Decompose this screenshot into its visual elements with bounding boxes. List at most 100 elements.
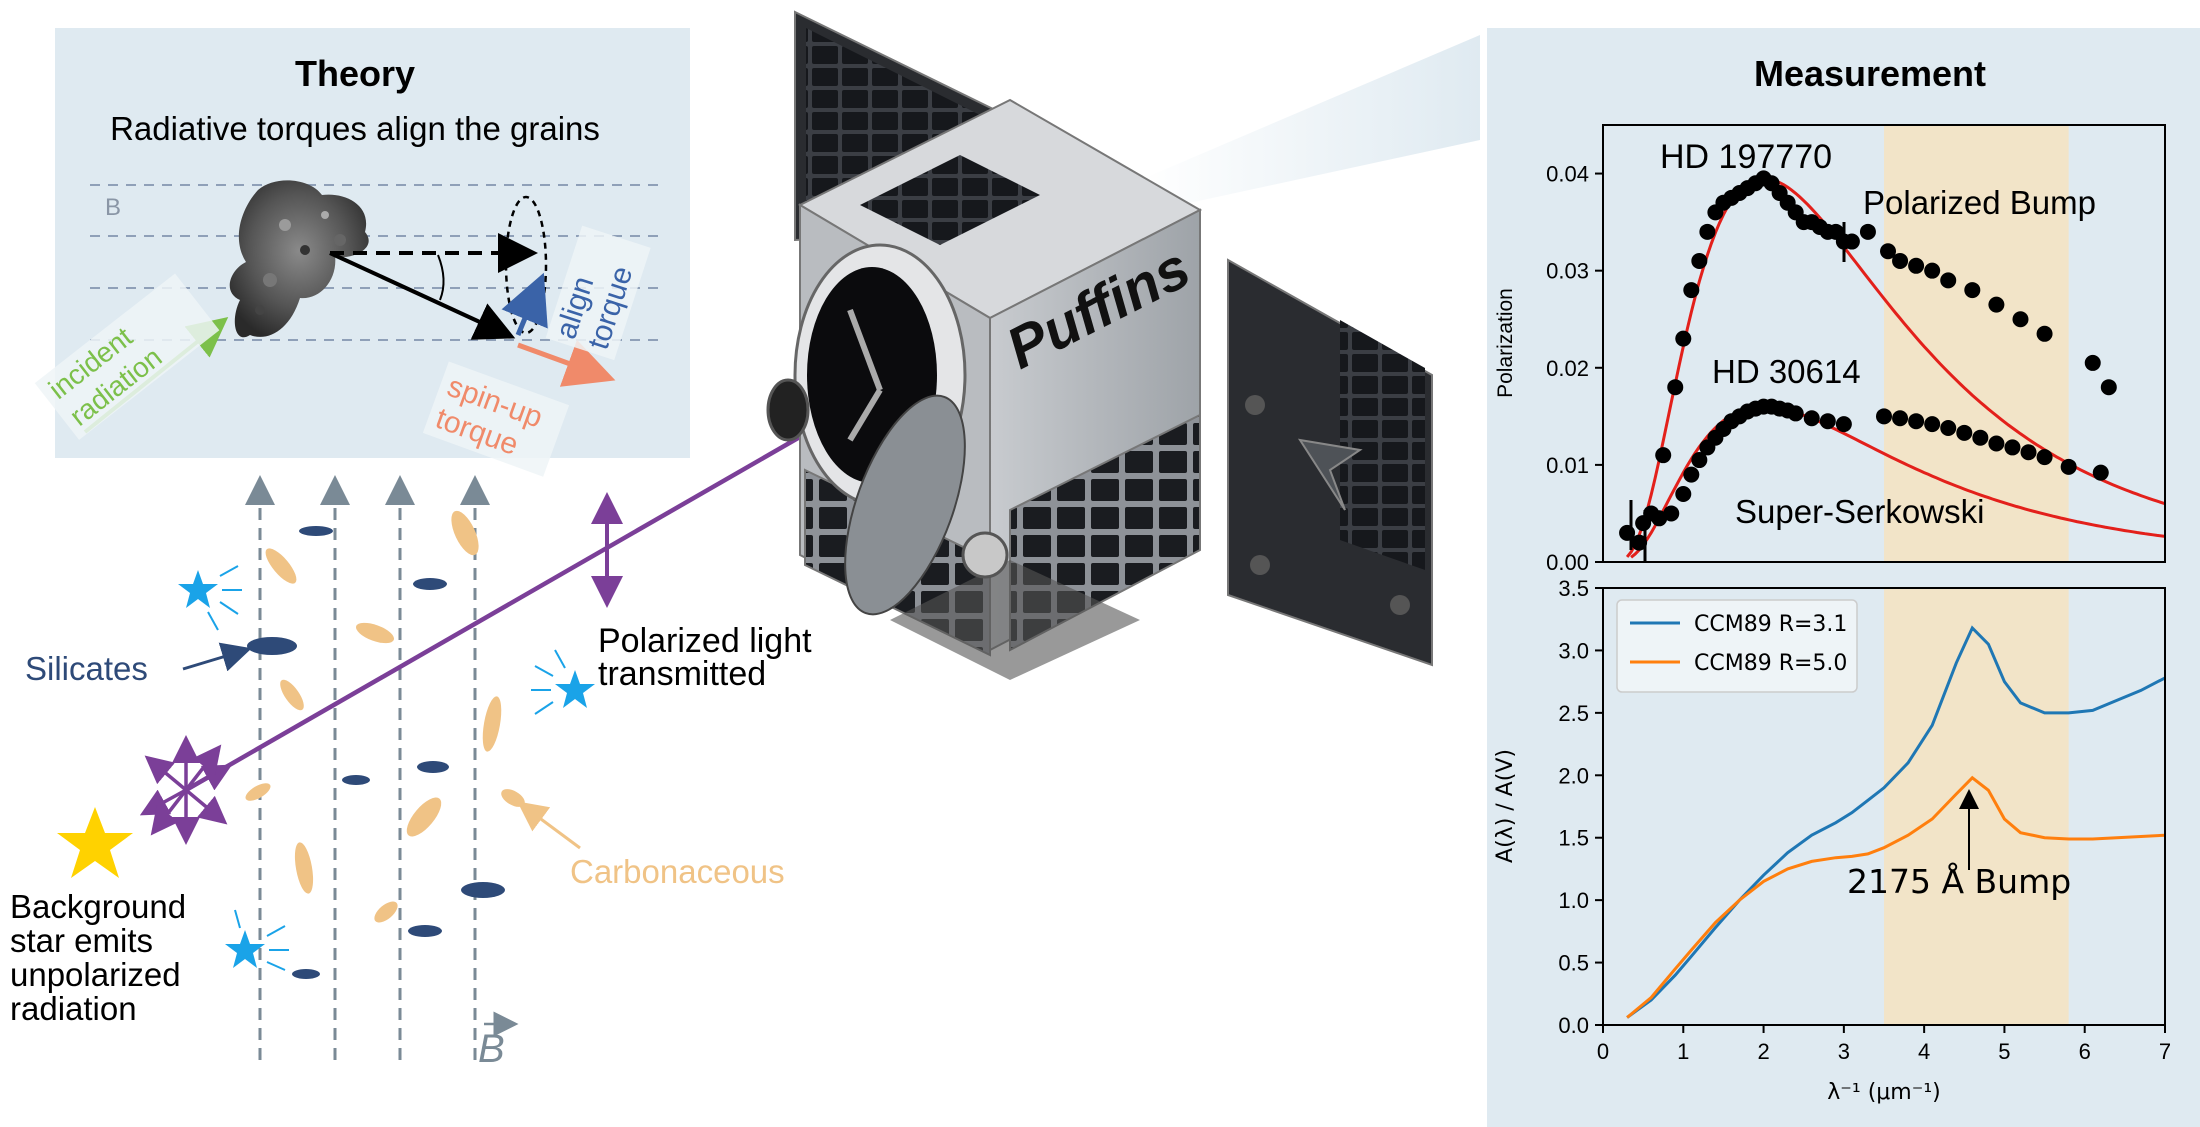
polarized-light-label-line1: Polarized light (598, 622, 812, 660)
data-point (1940, 272, 1957, 289)
polarization-plot-frame (1602, 124, 2166, 563)
y-tick-label: 0.0 (1558, 1013, 1589, 1038)
legend-label-r31: CCM89 R=3.1 (1694, 612, 1847, 637)
unpolarized-light-icon (139, 735, 233, 845)
data-point (1964, 282, 1981, 299)
bump-annotation: 2175 Å Bump (1847, 861, 2071, 901)
data-point (1619, 524, 1636, 541)
y-tick-label: 0.5 (1558, 951, 1589, 976)
x-tick-label: 3 (1838, 1039, 1850, 1064)
theory-subtitle: Radiative torques align the grains (110, 110, 600, 147)
data-point (1972, 429, 1989, 446)
data-point (1675, 330, 1692, 347)
x-tick-label: 7 (2159, 1039, 2171, 1064)
measurement-title: Measurement (1754, 53, 1986, 94)
silicates-label: Silicates (25, 650, 148, 687)
extinction-y-ticks: 0.00.51.01.52.02.53.03.5 (1558, 576, 1603, 1038)
spin-up-torque-arrow (517, 339, 616, 387)
align-torque-label: align torque (545, 225, 651, 361)
carbonaceous-grains (245, 510, 525, 923)
data-point (1699, 223, 1716, 240)
background-star-label-line1: Background (10, 888, 186, 925)
y-tick-label: 2.5 (1558, 701, 1589, 726)
data-point (2092, 464, 2109, 481)
x-tick-label: 5 (1998, 1039, 2010, 1064)
y-tick-label: 1.0 (1558, 888, 1589, 913)
data-point (1691, 452, 1708, 469)
legend-label-r50: CCM89 R=5.0 (1694, 651, 1847, 676)
data-point (1859, 223, 1876, 240)
data-point (1908, 257, 1925, 274)
y-tick-label: 0.02 (1546, 356, 1589, 381)
data-point (1940, 419, 1957, 436)
data-point (2036, 325, 2053, 342)
y-tick-label: 0.03 (1546, 259, 1589, 284)
theory-title: Theory (295, 53, 415, 94)
data-point (1924, 416, 1941, 433)
data-point (1880, 243, 1897, 260)
star-blue-3-icon (225, 909, 289, 971)
data-point (1843, 233, 1860, 250)
data-point (1683, 282, 1700, 299)
background-star-label-line4: radiation (10, 990, 137, 1027)
align-torque-arrow (501, 272, 548, 336)
silicates-pointer (182, 642, 252, 672)
data-point (1631, 534, 1648, 551)
measurement-panel: Measurement 0.00 0.01 0.02 0.03 0.0 4 Polariz… (1487, 28, 2200, 1127)
precession-ellipse (504, 195, 548, 335)
data-point (1876, 408, 1892, 425)
x-tick-label: 6 (2079, 1039, 2091, 1064)
data-point (2084, 354, 2101, 371)
data-point (2020, 444, 2037, 461)
data-point (1924, 262, 1941, 279)
ccm89-r50-line (1626, 775, 2166, 1019)
dust-scene: B (10, 386, 887, 1071)
satellite-illustration: Puffins (766, 10, 1480, 680)
extinction-plot-frame (1602, 587, 2166, 1026)
carbonaceous-pointer (517, 801, 581, 850)
polarization-y-ticks: 0.000.010.020.030.04 (1546, 162, 1603, 575)
b-field-label: B (478, 1027, 505, 1071)
data-point (1635, 515, 1652, 532)
data-point (1787, 405, 1804, 422)
y-tick-label: 0.00 (1546, 550, 1589, 575)
ccm89-r31-line (1626, 625, 2166, 1019)
data-point (2004, 439, 2021, 456)
polarized-bump-annotation: Polarized Bump (1863, 184, 2096, 221)
polarized-light-label-line2: transmitted (598, 655, 766, 693)
solar-panel-right (1227, 258, 1433, 667)
data-point (2060, 458, 2077, 475)
background-star-icon (57, 807, 133, 878)
y-tick-label: 0.01 (1546, 453, 1589, 478)
field-of-view-beam (1140, 35, 1480, 205)
carbonaceous-label: Carbonaceous (570, 853, 785, 890)
super-serkowski-annotation: Super-Serkowski (1735, 493, 1984, 530)
data-point (1675, 486, 1692, 503)
background-star-label-line3: unpolarized (10, 956, 181, 993)
polarization-y-label: Polarization (1494, 288, 1517, 398)
y-tick-label: 3.5 (1558, 576, 1589, 601)
x-tick-label: 4 (1918, 1039, 1930, 1064)
y-tick-label: 3.0 (1558, 638, 1589, 663)
bump-band (1884, 588, 2069, 1025)
data-point (1819, 413, 1836, 430)
legend: CCM89 R=3.1 CCM89 R=5.0 (1616, 599, 1858, 693)
hd197770-points (1631, 170, 2117, 551)
data-point (1835, 416, 1852, 433)
error-bars (1629, 222, 1846, 562)
angular-momentum-arrow (329, 251, 516, 340)
data-point (2012, 311, 2029, 328)
data-point (1908, 413, 1925, 430)
x-tick-label: 2 (1757, 1039, 1769, 1064)
star-blue-1-icon (178, 565, 242, 631)
light-path-line (184, 386, 887, 792)
spin-up-torque-label: spin-up torque (422, 361, 570, 477)
data-point (1663, 505, 1680, 522)
dust-grain-icon (229, 180, 369, 338)
x-tick-label: 1 (1677, 1039, 1689, 1064)
data-point (1892, 410, 1909, 427)
y-tick-label: 2.0 (1558, 763, 1589, 788)
